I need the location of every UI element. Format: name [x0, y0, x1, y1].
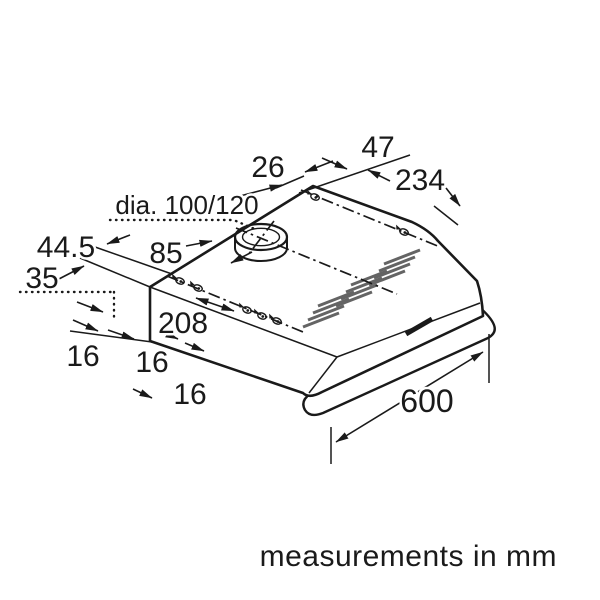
center-lines — [166, 189, 441, 333]
dim-label-16-mid: 16 — [135, 346, 168, 379]
dimension-extension-lines — [69, 154, 490, 464]
dim-label-234: 234 — [395, 164, 445, 197]
dimension-arrows — [56, 157, 484, 443]
dim-label-47: 47 — [361, 131, 394, 164]
footer-caption: measurements in mm — [259, 540, 557, 573]
hood-body-outline — [148, 184, 485, 398]
vent-slats — [302, 248, 421, 329]
dim-label-26: 26 — [251, 151, 284, 184]
dim-label-diameter: dia. 100/120 — [115, 190, 258, 220]
dim-label-208: 208 — [158, 307, 208, 340]
duct-collar — [233, 222, 289, 262]
dim-label-600: 600 — [400, 383, 453, 419]
dim-label-35: 35 — [25, 262, 58, 295]
dotted-leader-lines — [18, 218, 259, 320]
dim-label-44-5: 44.5 — [37, 231, 95, 264]
dim-label-85: 85 — [149, 237, 182, 270]
dim-label-16-top: 16 — [66, 340, 99, 373]
handle-slot — [404, 316, 434, 337]
dim-label-16-bottom: 16 — [173, 378, 206, 411]
